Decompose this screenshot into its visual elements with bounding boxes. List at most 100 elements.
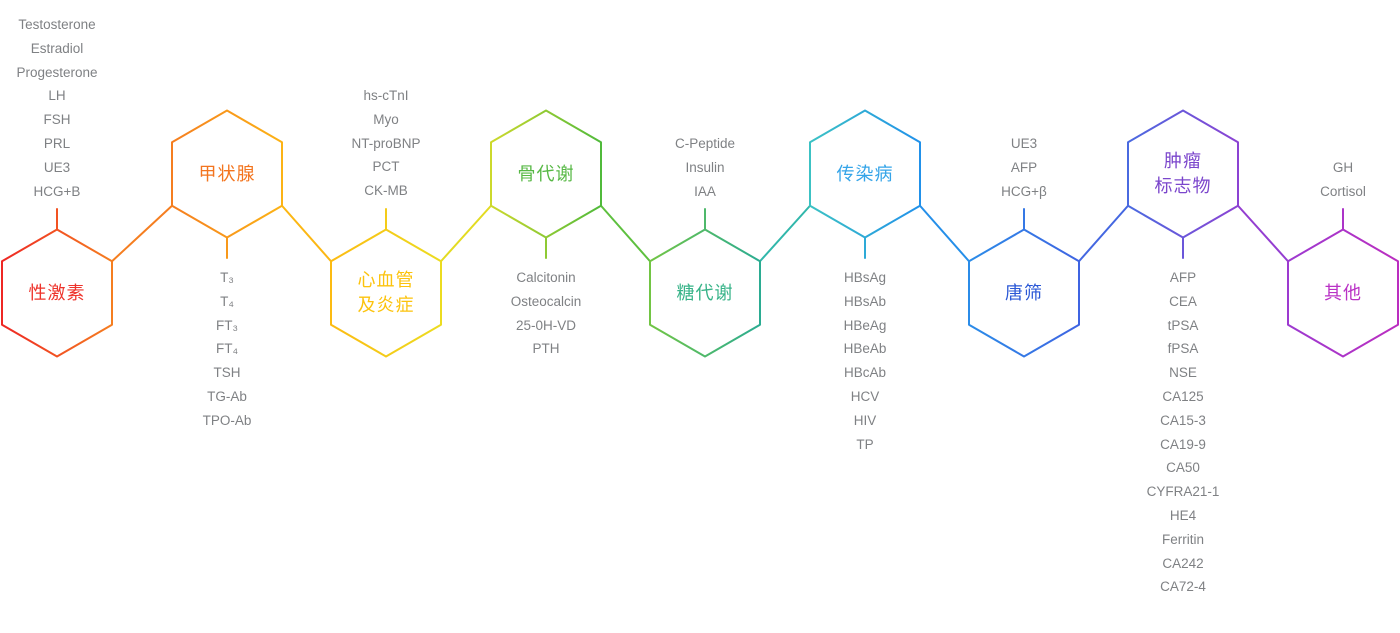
label-line: 其他 <box>1324 283 1362 303</box>
list-item: Estradiol <box>30 40 84 56</box>
list-item: fPSA <box>1167 341 1199 357</box>
list-item: HBeAg <box>843 317 887 333</box>
label-line: 糖代谢 <box>676 283 734 303</box>
list-item: Myo <box>373 111 399 127</box>
label-cardiovascular-inflammation: 心血管 及炎症 <box>306 268 466 318</box>
label-line: 唐筛 <box>1005 283 1043 303</box>
connector-line <box>111 204 173 263</box>
list-item: HBsAb <box>843 293 887 309</box>
list-item: CYFRA21-1 <box>1146 484 1220 500</box>
list-other: GH Cortisol <box>1263 156 1400 204</box>
hexagon-cardiovascular-inflammation <box>330 208 442 358</box>
label-bone-metabolism: 骨代谢 <box>466 162 626 187</box>
list-item: HBsAg <box>843 270 887 285</box>
label-infectious-disease: 传染病 <box>785 162 945 187</box>
label-sex-hormones: 性激素 <box>0 281 137 306</box>
list-item: PCT <box>372 159 400 175</box>
list-item: Ferritin <box>1161 531 1204 547</box>
label-line: 标志物 <box>1154 176 1212 196</box>
list-item: Calcitonin <box>516 270 576 285</box>
list-item: HBcAb <box>843 365 887 381</box>
list-item: Osteocalcin <box>510 293 582 309</box>
hexagon-thyroid <box>171 109 283 259</box>
connector-line <box>1237 204 1289 263</box>
list-item: CA242 <box>1162 555 1204 571</box>
hexagon-bone-metabolism <box>490 109 602 259</box>
label-line: 传染病 <box>836 164 894 184</box>
label-line: 甲状腺 <box>198 164 256 184</box>
label-line: 心血管 <box>357 270 415 290</box>
label-down-screening: 唐筛 <box>944 281 1104 306</box>
label-glucose-metabolism: 糖代谢 <box>625 281 785 306</box>
list-item: AFP <box>1010 159 1038 175</box>
list-item: Testosterone <box>18 17 96 32</box>
list-item: T₃ <box>220 270 234 285</box>
connector-line <box>1078 204 1129 263</box>
list-item: TG-Ab <box>207 388 247 404</box>
connector-line <box>281 204 332 263</box>
list-item: FSH <box>43 112 71 128</box>
list-item: LH <box>48 88 66 104</box>
list-item: HCG+B <box>33 183 81 199</box>
list-item: HBeAb <box>843 341 887 357</box>
list-item: TPO-Ab <box>202 412 252 428</box>
list-item: HIV <box>853 412 877 428</box>
list-item: NT-proBNP <box>351 135 421 151</box>
list-item: hs-cTnI <box>363 88 409 103</box>
connector-line <box>919 204 970 263</box>
list-item: TSH <box>213 365 241 381</box>
hexagon-down-screening <box>968 208 1080 358</box>
hexagon-glucose-metabolism <box>649 208 761 358</box>
label-tumor-markers: 肿瘤 标志物 <box>1103 149 1263 199</box>
list-item: PTH <box>532 341 560 357</box>
list-item: T₄ <box>220 293 234 309</box>
list-item: HCG+β <box>1001 183 1047 199</box>
list-item: 25-0H-VD <box>515 317 577 333</box>
hexagon-sex-hormones <box>1 208 113 358</box>
list-item: IAA <box>694 183 716 199</box>
list-item: HE4 <box>1169 507 1197 523</box>
list-item: CA50 <box>1166 460 1200 476</box>
label-line: 骨代谢 <box>517 164 575 184</box>
list-item: Cortisol <box>1320 183 1366 199</box>
list-item: CA125 <box>1162 388 1204 404</box>
list-item: CA19-9 <box>1160 436 1206 452</box>
hexagon-other <box>1287 208 1399 358</box>
list-item: FT₄ <box>215 341 238 357</box>
list-item: TP <box>856 436 874 452</box>
hexagon-tumor-markers <box>1127 109 1239 259</box>
list-item: GH <box>1332 160 1354 175</box>
list-item: NSE <box>1169 365 1197 381</box>
list-item: Progesterone <box>16 64 98 80</box>
hexagon-infectious-disease <box>809 109 921 259</box>
connector-line <box>440 204 492 263</box>
label-thyroid: 甲状腺 <box>147 162 307 187</box>
label-line: 及炎症 <box>357 295 415 315</box>
connector-line <box>759 204 811 263</box>
list-item: CA72-4 <box>1160 579 1206 595</box>
list-item: UE3 <box>43 159 71 175</box>
label-line: 性激素 <box>28 283 86 303</box>
list-item: HCV <box>850 388 880 404</box>
list-item: CA15-3 <box>1160 412 1206 428</box>
list-item: C-Peptide <box>674 136 736 151</box>
list-item: UE3 <box>1010 136 1038 151</box>
list-item: CEA <box>1169 293 1197 309</box>
connector-line <box>600 204 651 263</box>
list-item: AFP <box>1169 270 1197 285</box>
list-item: PRL <box>43 135 71 151</box>
label-line: 肿瘤 <box>1164 151 1202 171</box>
list-item: FT₃ <box>216 317 238 333</box>
list-item: tPSA <box>1167 317 1199 333</box>
list-item: Insulin <box>685 159 725 175</box>
